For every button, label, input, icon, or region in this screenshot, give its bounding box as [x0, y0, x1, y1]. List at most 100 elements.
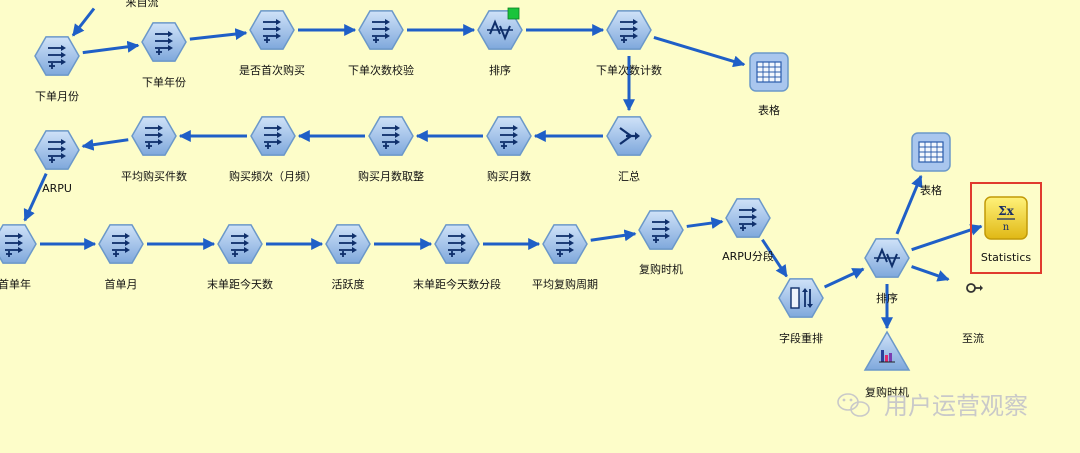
node-purchase-months[interactable]: 购买月数	[486, 116, 532, 183]
wechat-icon	[837, 393, 870, 417]
aggregate-icon	[606, 116, 652, 156]
derive-icon	[638, 210, 684, 250]
edge-arpu_seg-to-field_reorder[interactable]	[761, 238, 788, 278]
node-label: 表格	[920, 183, 942, 197]
node-first-year[interactable]: 首单年	[0, 224, 37, 291]
node-label: Statistics	[981, 251, 1032, 264]
nodes-layer: 来自流下单月份下单年份是否首次购买下单次数校验排序下单次数计数表格汇总购买月数购…	[0, 0, 1042, 399]
derive-icon	[249, 10, 295, 50]
edge-order_year-to-first_purchase[interactable]	[189, 28, 248, 41]
node-label: 来自流	[126, 0, 159, 9]
derive-icon	[325, 224, 371, 264]
derive-icon	[217, 224, 263, 264]
derive-icon	[141, 22, 187, 62]
edge-field_reorder-to-sort2[interactable]	[823, 267, 865, 289]
node-repurchase-time[interactable]: 复购时机	[638, 210, 684, 276]
derive-icon	[434, 224, 480, 264]
svg-text:n: n	[1003, 222, 1010, 233]
histogram-icon	[863, 330, 911, 371]
node-table2[interactable]: 表格	[911, 132, 951, 197]
node-order-year[interactable]: 下单年份	[141, 22, 187, 89]
node-order-count[interactable]: 下单次数计数	[596, 10, 662, 77]
node-order-check[interactable]: 下单次数校验	[348, 10, 414, 77]
node-label: 复购时机	[639, 262, 683, 276]
watermark-text: 用户运营观察	[884, 392, 1028, 420]
node-label: 平均复购周期	[532, 277, 598, 291]
node-arpu-seg[interactable]: ARPU分段	[722, 198, 774, 263]
node-sort1[interactable]: 排序	[477, 7, 523, 77]
node-label: 下单次数计数	[596, 63, 662, 77]
derive-icon	[131, 116, 177, 156]
node-avg-items[interactable]: 平均购买件数	[121, 116, 187, 183]
edge-sort2-to-table2[interactable]	[895, 174, 923, 235]
node-label: 活跃度	[332, 277, 365, 291]
derive-icon	[725, 198, 771, 238]
node-label: 购买频次（月频）	[229, 169, 317, 183]
table-icon	[749, 52, 789, 92]
node-source[interactable]: 来自流	[104, 0, 159, 9]
watermark: 用户运营观察	[837, 392, 1028, 420]
edge-source-to-order_month[interactable]	[71, 7, 96, 37]
node-arpu[interactable]: ARPU	[34, 130, 80, 195]
edge-repurchase_time-to-arpu_seg[interactable]	[686, 217, 724, 229]
derive-icon	[542, 224, 588, 264]
node-label: ARPU分段	[722, 249, 774, 263]
node-label: 字段重排	[779, 331, 823, 345]
edge-order_month-to-order_year[interactable]	[82, 40, 140, 55]
selection-highlight	[970, 182, 1042, 274]
edge-avg_cycle-to-repurchase_time[interactable]	[590, 229, 637, 242]
node-label: 下单次数校验	[348, 63, 414, 77]
node-to-stream[interactable]: 至流	[962, 283, 984, 345]
derive-icon	[34, 130, 80, 170]
derive-icon	[34, 36, 80, 76]
edge-sort2-to-statistics[interactable]	[911, 224, 983, 252]
derive-icon	[98, 224, 144, 264]
edge-arpu-to-first_year[interactable]	[23, 173, 48, 222]
node-table1[interactable]: 表格	[749, 52, 789, 117]
edge-sort2-to-to_stream[interactable]	[911, 265, 950, 282]
node-activity[interactable]: 活跃度	[325, 224, 371, 291]
node-purchase-months-round[interactable]: 购买月数取整	[358, 116, 424, 183]
node-label: 排序	[876, 291, 898, 305]
edges-layer	[23, 7, 983, 330]
edge-avg_items-to-arpu[interactable]	[81, 138, 129, 151]
node-label: 至流	[962, 331, 984, 345]
node-label: 复购时机	[865, 385, 909, 399]
node-first-month[interactable]: 首单月	[98, 224, 144, 291]
statistics-icon: Σxn	[984, 196, 1028, 240]
node-label: 是否首次购买	[239, 63, 305, 77]
node-order-month[interactable]: 下单月份	[34, 36, 80, 103]
derive-icon	[250, 116, 296, 156]
cache-flag-icon	[507, 7, 520, 20]
node-purchase-freq[interactable]: 购买频次（月频）	[229, 116, 317, 183]
node-label: 购买月数取整	[358, 169, 424, 183]
node-first-purchase[interactable]: 是否首次购买	[239, 10, 305, 77]
node-repurchase-chart[interactable]: 复购时机	[863, 330, 911, 399]
node-days-last[interactable]: 末单距今天数	[207, 224, 273, 291]
sort-icon	[864, 238, 910, 278]
node-label: 末单距今天数	[207, 277, 273, 291]
node-days-seg[interactable]: 末单距今天数分段	[413, 224, 501, 291]
node-label: 平均购买件数	[121, 169, 187, 183]
table-icon	[911, 132, 951, 172]
derive-icon	[358, 10, 404, 50]
node-aggregate[interactable]: 汇总	[606, 116, 652, 183]
derive-icon	[368, 116, 414, 156]
node-label: 汇总	[618, 169, 640, 183]
derive-icon	[606, 10, 652, 50]
edge-order_count-to-table1[interactable]	[653, 36, 746, 68]
node-label: 下单年份	[142, 75, 186, 89]
node-label: 下单月份	[35, 90, 79, 103]
node-avg-cycle[interactable]: 平均复购周期	[532, 224, 598, 291]
node-label: 首单年	[0, 277, 31, 291]
node-field-reorder[interactable]: 字段重排	[778, 278, 824, 345]
node-label: 首单月	[105, 277, 138, 291]
node-label: 末单距今天数分段	[413, 277, 501, 291]
node-label: 表格	[758, 103, 780, 117]
node-label: ARPU	[42, 182, 72, 195]
node-sort2[interactable]: 排序	[864, 238, 910, 305]
derive-icon	[486, 116, 532, 156]
reorder-icon	[778, 278, 824, 318]
